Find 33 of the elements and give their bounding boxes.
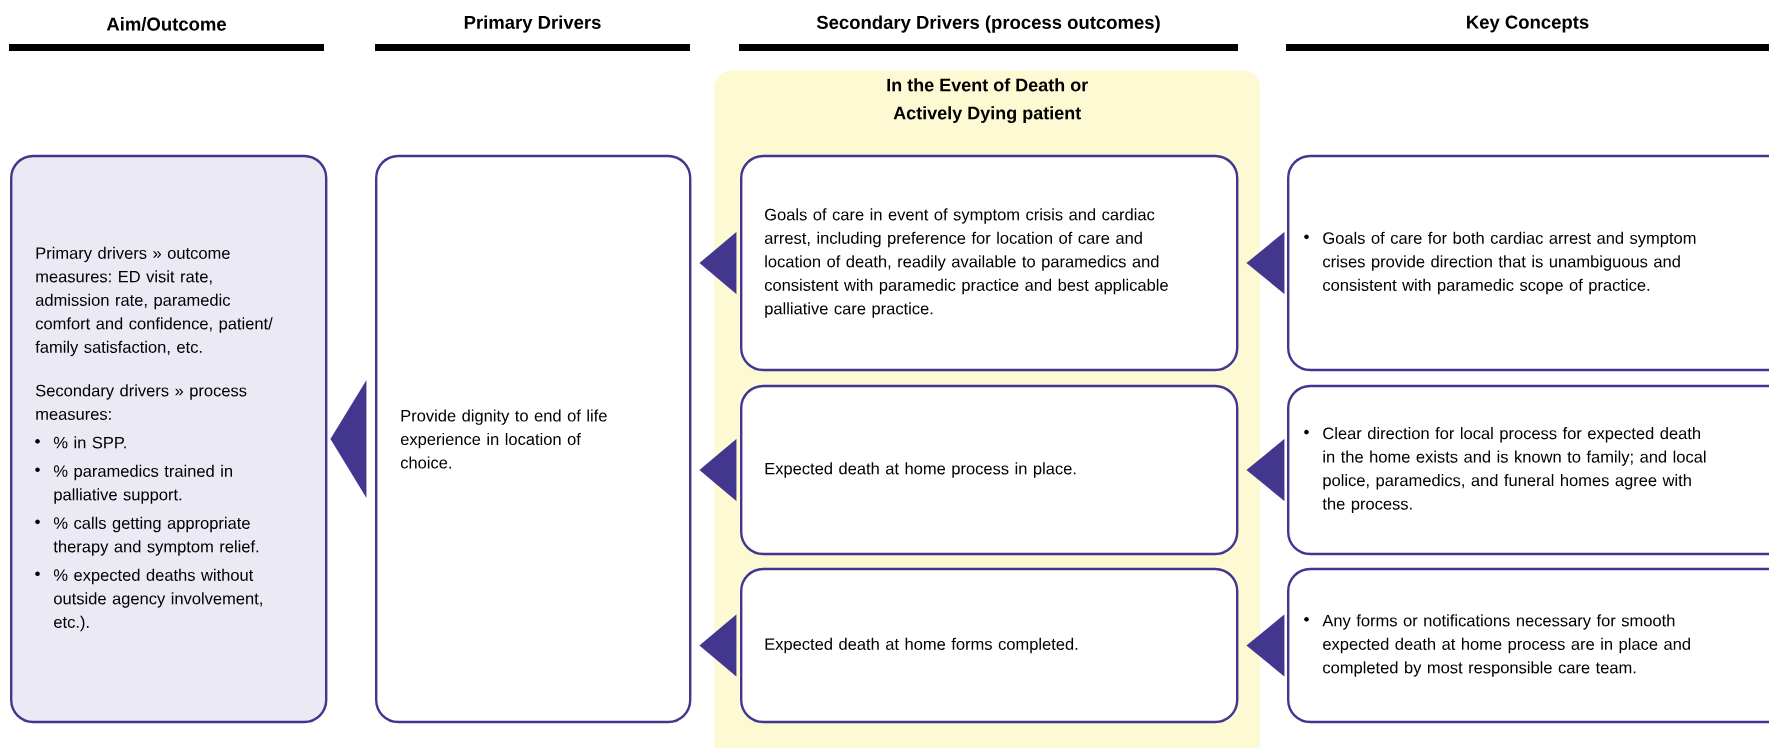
- column-header: Secondary Drivers (process outcomes): [816, 15, 1160, 33]
- list-item: % paramedics trained in palliative support.: [35, 464, 232, 504]
- box-text: Secondary drivers » process measures:: [35, 384, 247, 420]
- arrow: [1246, 232, 1285, 294]
- arrow: [699, 614, 737, 677]
- column-header: Key Concepts: [1467, 15, 1589, 33]
- list-item: % expected deaths without outside agency involvement, etc.).: [35, 568, 262, 632]
- driver-box: [375, 154, 692, 724]
- list-item: Any forms or notifications necessary for smooth expected death at home process are in place and completed by most responsible care team.: [1304, 614, 1690, 677]
- driver-box: [740, 154, 1239, 372]
- arrow: [699, 439, 737, 501]
- column-header: Aim/Outcome: [106, 17, 226, 31]
- driver-box: [10, 154, 328, 724]
- list-item: % calls getting appropriate therapy and symptom relief.: [35, 516, 259, 556]
- driver-box: [740, 567, 1239, 724]
- driver-box: [1287, 384, 1769, 556]
- list-item: Clear direction for local process for expected death in the home exists and is known to family; and local police, paramedics, and funeral homes agree with the process.: [1304, 427, 1706, 513]
- list-item: Goals of care for both cardiac arrest and symptom crises provide direction that is unambiguous and consistent with paramedic scope of practice.: [1304, 231, 1696, 295]
- driver-box: [1287, 567, 1769, 724]
- arrow: [330, 380, 367, 498]
- arrow: [1246, 439, 1285, 501]
- box-text: Expected death at home forms completed.: [765, 637, 1078, 654]
- driver-box: [1287, 154, 1769, 372]
- list-item: % in SPP.: [35, 436, 126, 449]
- box-text: Expected death at home process in place.: [765, 462, 1076, 478]
- column-header: Primary Drivers: [464, 15, 601, 33]
- box-text: Provide dignity to end of life experience in location of choice.: [400, 409, 607, 469]
- band-heading: In the Event of Death or Actively Dying patient: [887, 78, 1088, 124]
- driver-box: [740, 384, 1239, 556]
- arrow: [1246, 614, 1285, 677]
- arrow: [699, 232, 737, 294]
- box-text: Primary drivers » outcome measures: ED visit rate, admission rate, paramedic comfort and confidence, patient/ family satisfaction, etc.: [35, 246, 273, 357]
- box-text: Goals of care in event of symptom crisis and cardiac arrest, including preference for location of care and location of death, readily available to paramedics and consistent with paramedic practice and best applicable palliative care practice.: [764, 208, 1168, 318]
